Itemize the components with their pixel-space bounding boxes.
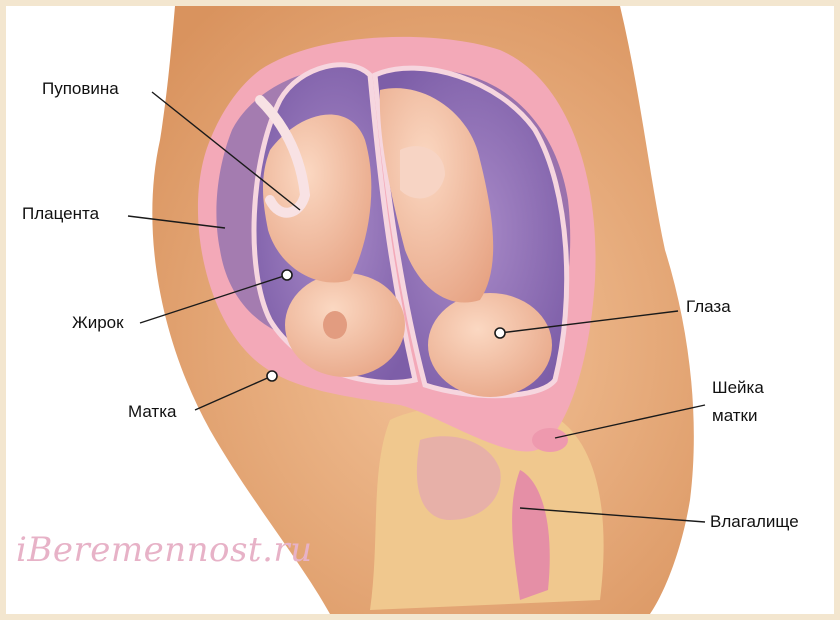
label-uterus: Матка	[128, 402, 177, 422]
fetus-left-ear	[323, 311, 347, 339]
watermark-logo: iBeremennost.ru	[16, 530, 313, 570]
label-cervix-line1: Шейка	[712, 378, 764, 398]
label-cervix-line2: матки	[712, 406, 758, 426]
label-vagina: Влагалище	[710, 512, 799, 532]
label-fat: Жирок	[72, 313, 124, 333]
label-eyes: Глаза	[686, 297, 731, 317]
marker-fat	[282, 270, 292, 280]
marker-uterus	[267, 371, 277, 381]
label-umbilical-cord: Пуповина	[42, 79, 119, 99]
cervix-shape	[532, 428, 568, 452]
marker-eyes	[495, 328, 505, 338]
label-placenta: Плацента	[22, 204, 99, 224]
fetus-right-head	[428, 293, 552, 397]
